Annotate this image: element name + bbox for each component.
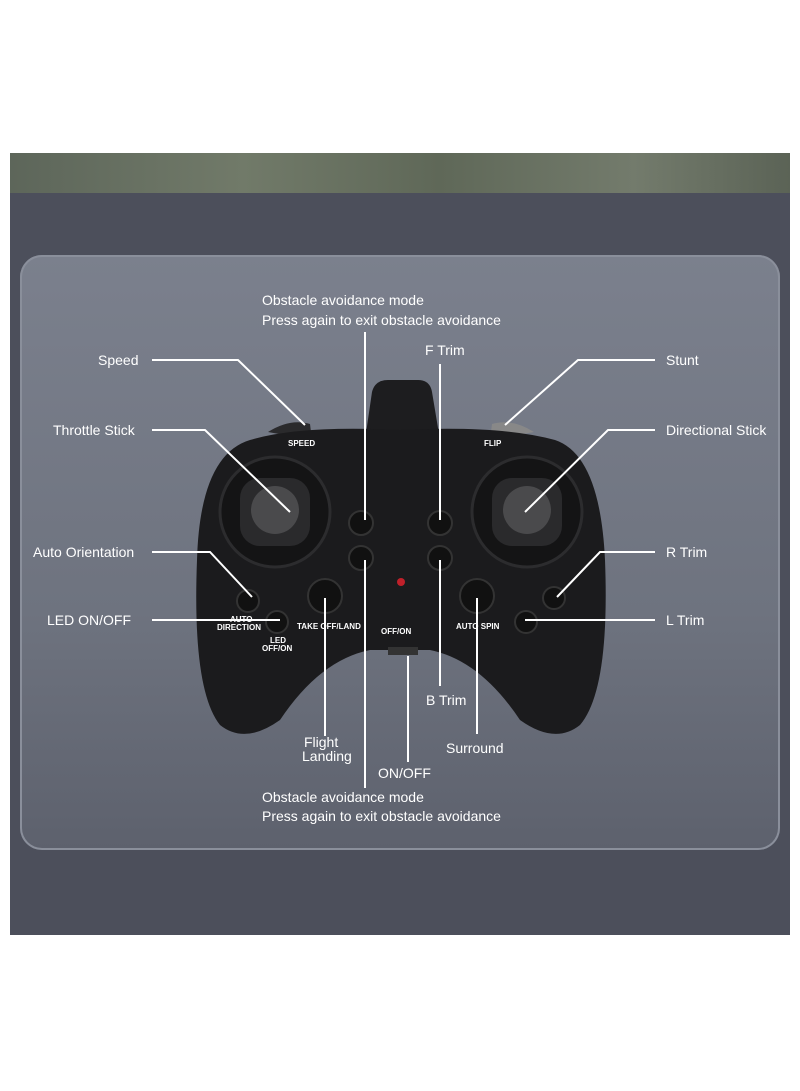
obstacle-bottom-label-2: Press again to exit obstacle avoidance <box>262 808 501 824</box>
obstacle-button-bottom[interactable] <box>348 545 374 571</box>
on-off-label: ON/OFF <box>378 765 431 781</box>
led-button[interactable] <box>265 610 289 634</box>
power-switch[interactable] <box>388 647 418 655</box>
led-print-1: LED <box>270 636 286 645</box>
auto-direction-button[interactable] <box>236 589 260 613</box>
l-trim-label: L Trim <box>666 612 705 628</box>
stunt-label: Stunt <box>666 352 699 368</box>
controller: SPEED FLIP AUTO DIRECTION LED OFF/ON TAK… <box>196 380 606 734</box>
speed-label: Speed <box>98 352 139 368</box>
auto-direction-print-2: DIRECTION <box>217 623 261 632</box>
led-on-off-label: LED ON/OFF <box>47 612 132 628</box>
obstacle-top-label-2: Press again to exit obstacle avoidance <box>262 312 501 328</box>
speed-print: SPEED <box>288 439 315 448</box>
r-trim-button[interactable] <box>542 586 566 610</box>
b-trim-label: B Trim <box>426 692 467 708</box>
power-led <box>397 578 405 586</box>
flight-landing-label-2: Landing <box>302 748 352 764</box>
led-print-2: OFF/ON <box>262 644 292 653</box>
flight-landing-label-1: Flight <box>304 734 339 750</box>
leader-lines <box>152 332 655 788</box>
antenna <box>365 380 440 440</box>
obstacle-top-label-1: Obstacle avoidance mode <box>262 292 424 308</box>
surround-label: Surround <box>446 740 504 756</box>
flip-print: FLIP <box>484 439 502 448</box>
obstacle-bottom-label-1: Obstacle avoidance mode <box>262 789 424 805</box>
l-trim-button[interactable] <box>514 610 538 634</box>
throttle-stick-label: Throttle Stick <box>53 422 135 438</box>
directional-stick-label: Directional Stick <box>666 422 767 438</box>
off-on-print: OFF/ON <box>381 627 411 636</box>
terrain-strip <box>10 153 790 193</box>
r-trim-label: R Trim <box>666 544 708 560</box>
takeoff-land-print: TAKE OFF/LAND <box>297 622 361 631</box>
f-trim-label: F Trim <box>425 342 465 358</box>
auto-orientation-label: Auto Orientation <box>33 544 135 560</box>
obstacle-button-top[interactable] <box>348 510 374 536</box>
